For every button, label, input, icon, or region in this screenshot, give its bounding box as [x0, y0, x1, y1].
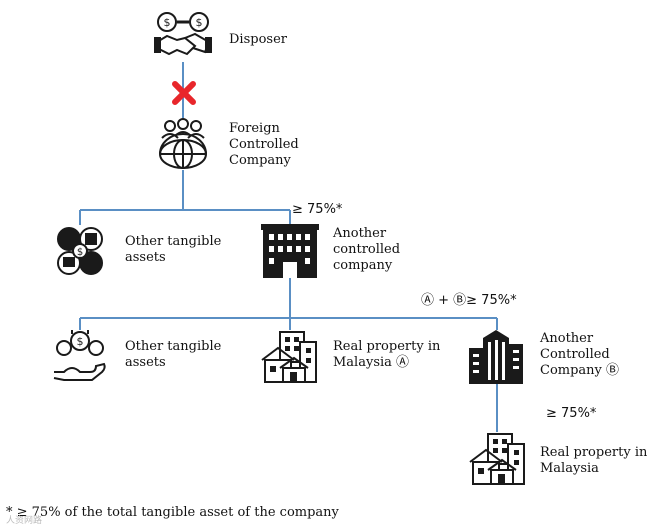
watermark: 人资网路 — [6, 516, 43, 526]
office-building-icon — [261, 224, 319, 278]
percent-label-3: ≥ 75%* — [546, 406, 597, 421]
svg-text:$: $ — [77, 335, 84, 348]
footnote: * ≥ 75% of the total tangible asset of t… — [6, 505, 339, 520]
disposer-label: Disposer — [229, 32, 287, 47]
other-assets-label-2: Other tangible assets — [125, 339, 222, 370]
percent-label-1: ≥ 75%* — [292, 202, 343, 217]
skyscraper-icon — [469, 330, 523, 384]
hand-coins-icon: $ — [53, 330, 106, 381]
percent-label-2: Ⓐ + Ⓑ≥ 75%* — [421, 293, 517, 308]
svg-text:$: $ — [77, 247, 83, 258]
blocked-cross-icon — [172, 81, 196, 105]
handshake-icon: $ $ — [154, 12, 212, 56]
svg-text:$: $ — [164, 16, 171, 29]
assets-puzzle-icon: $ — [57, 227, 103, 275]
globe-people-icon — [159, 118, 207, 169]
houses-icon — [261, 331, 317, 383]
real-property-b-label: Real property in Malaysia — [540, 445, 648, 476]
other-assets-label-1: Other tangible assets — [125, 234, 222, 265]
real-property-a-label: Real property in Malaysia Ⓐ — [333, 339, 441, 370]
another-controlled-label: Another controlled company — [333, 226, 401, 273]
another-controlled-b-label: Another Controlled Company Ⓑ — [540, 331, 620, 378]
foreign-company-label: Foreign Controlled Company — [229, 121, 299, 168]
houses-icon — [469, 433, 525, 485]
svg-text:$: $ — [196, 16, 203, 29]
